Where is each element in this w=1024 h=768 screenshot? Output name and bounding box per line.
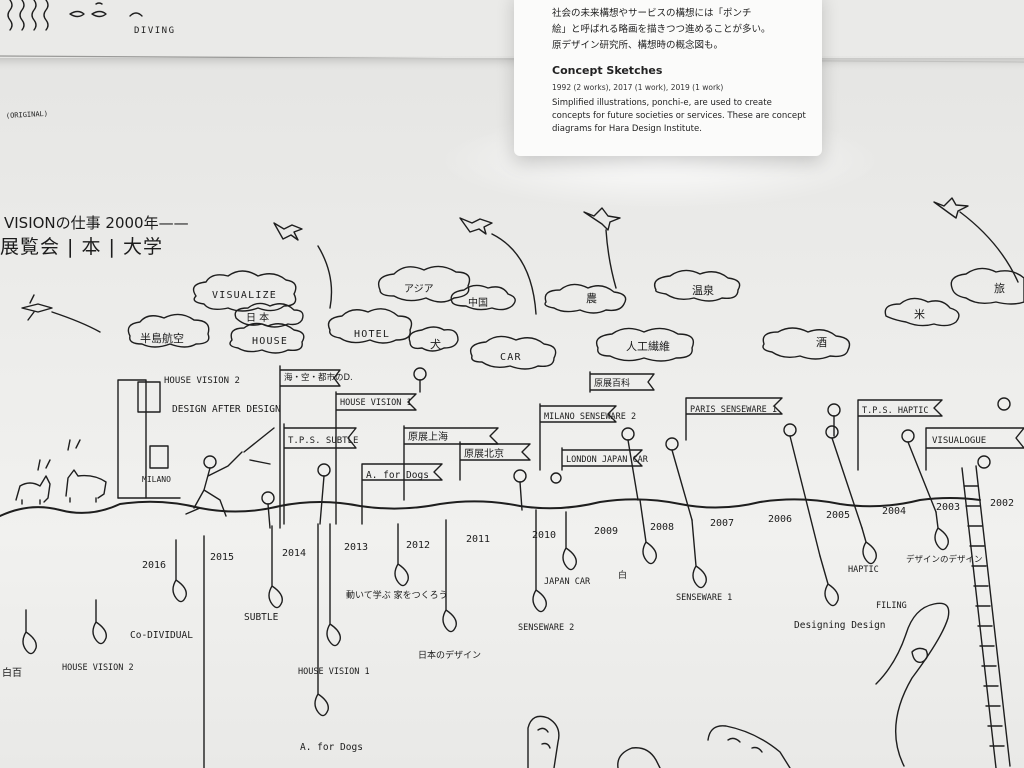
heading-line-1: VISIONの仕事 2000年—— [4, 214, 189, 232]
book-japan-design: 日本のデザイン [418, 649, 481, 661]
cloud-shapes [127, 265, 1024, 370]
flag-japan-car: LONDON JAPAN CAR [566, 455, 649, 465]
year-2016: 2016 [142, 560, 166, 571]
year-2011: 2011 [466, 534, 490, 545]
cloud-label-asia: アジア [404, 284, 434, 295]
person-sketch [185, 427, 275, 517]
book-design-of-design: デザインのデザイン [906, 554, 983, 565]
book-filing: FILING [876, 601, 907, 611]
cloud-label-visualize: VISUALIZE [212, 290, 277, 301]
year-2009: 2009 [594, 526, 618, 537]
flower-sketches [261, 367, 1011, 557]
year-labels: 2016 2015 2014 2013 2012 2011 2010 2009 … [142, 498, 1014, 571]
year-2006: 2006 [768, 514, 792, 525]
wave-doodles [7, 0, 143, 31]
year-2013: 2013 [344, 542, 368, 553]
flag-house-vision-1: HOUSE VISION 1 [340, 398, 412, 408]
book-labels: 白百 HOUSE VISION 2 Co-DIVIDUAL SUBTLE 動いて… [2, 554, 983, 753]
flag-hara-shanghai: 原展上海 [408, 430, 448, 443]
year-2002: 2002 [990, 498, 1014, 509]
cloud-labels: VISUALIZE 日 本 半島航空 HOUSE HOTEL 犬 アジア 中国 … [140, 281, 1005, 363]
cloud-label-fiber: 人工繊維 [626, 340, 670, 353]
card-meta: 1992 (2 works), 2017 (1 work), 2019 (1 w… [552, 83, 724, 92]
cloud-label-agriculture: 農 [586, 291, 597, 305]
flag-senseware-2: MILANO SENSEWARE 2 [544, 412, 636, 422]
year-2004: 2004 [882, 506, 906, 517]
year-2015: 2015 [210, 552, 234, 563]
flag-haptic: T.P.S. HAPTIC [862, 406, 929, 416]
cloud-label-sake: 酒 [816, 336, 827, 349]
ladder-sketch [961, 455, 1011, 768]
upper-panel [0, 0, 1024, 56]
cloud-label-rice: 米 [914, 308, 925, 321]
cloud-label-japan: 日 本 [246, 311, 269, 324]
book-designing-design: Designing Design [794, 620, 886, 631]
flag-sea-sky-city: 海・空・都市のD. [284, 372, 353, 383]
flag-senseware-1: PARIS SENSEWARE 1 [690, 405, 777, 415]
book-white: 白 [618, 569, 627, 581]
cloud-label-airline: 半島航空 [140, 331, 184, 345]
book-senseware-2: SENSEWARE 2 [518, 623, 574, 633]
heading-line-2: 展覧会 | 本 | 大学 [0, 236, 163, 258]
flag-hara-beijing: 原展北京 [464, 447, 504, 460]
book-a-for-dogs: A. for Dogs [300, 742, 363, 753]
book-senseware-1: SENSEWARE 1 [676, 593, 732, 603]
ground-line [0, 497, 981, 517]
flag-shapes [279, 365, 1024, 529]
diving-label: DIVING [134, 26, 176, 36]
card-japanese-text: 社会の未来構想やサービスの構想には「ポンチ 絵」と呼ばれる略画を描きつつ進めるこ… [552, 8, 771, 51]
year-2007: 2007 [710, 518, 734, 529]
building-labels: HOUSE VISION 2 DESIGN AFTER DESIGN MILAN… [142, 376, 281, 484]
card-title: Concept Sketches [552, 64, 663, 77]
year-2012: 2012 [406, 540, 430, 551]
flag-subtle: T.P.S. SUBTLE [288, 436, 358, 446]
flag-house-vision-2: HOUSE VISION 2 [164, 376, 240, 386]
cloud-label-car: CAR [500, 352, 522, 363]
flag-labels: 海・空・都市のD. HOUSE VISION 1 T.P.S. SUBTLE 原… [284, 372, 986, 481]
card-description: Simplified illustrations, ponchi-e, are … [552, 98, 806, 134]
year-2010: 2010 [532, 530, 556, 541]
dog-sketches [15, 439, 107, 505]
cloud-label-onsen: 温泉 [692, 283, 714, 297]
corner-note: (ORIGINAL) [6, 110, 49, 120]
book-subtle: SUBTLE [244, 612, 279, 623]
year-2014: 2014 [282, 548, 306, 559]
cloud-label-travel: 旅 [994, 281, 1005, 295]
book-japan-car: JAPAN CAR [544, 577, 591, 587]
book-house-vision-1: HOUSE VISION 1 [298, 667, 370, 677]
cloud-label-china: 中国 [468, 296, 488, 309]
building-sketch [117, 379, 181, 499]
info-card: 社会の未来構想やサービスの構想には「ポンチ 絵」と呼ばれる略画を描きつつ進めるこ… [514, 0, 822, 156]
flag-hara-encyclopedia: 原展百科 [594, 377, 630, 389]
book-haptic: HAPTIC [848, 565, 879, 575]
book-hakuhyaku: 白百 [2, 666, 22, 679]
flag-visualogue: VISUALOGUE [932, 436, 986, 446]
year-2005: 2005 [826, 510, 850, 521]
flag-design-after-design: DESIGN AFTER DESIGN [172, 404, 281, 415]
year-2003: 2003 [936, 502, 960, 513]
cloud-label-hotel: HOTEL [354, 329, 390, 340]
book-co-dividual: Co-DIVIDUAL [130, 630, 193, 641]
bird-flight-paths [51, 211, 1019, 333]
cloud-label-dog: 犬 [430, 337, 441, 351]
flag-milano: MILANO [142, 475, 171, 484]
book-house-vision-2: HOUSE VISION 2 [62, 663, 134, 673]
book-lets-build-house: 動いて学ぶ 家をつくろう [346, 589, 448, 601]
cloud-label-house: HOUSE [252, 336, 288, 347]
year-2008: 2008 [650, 522, 674, 533]
worm-doodles [527, 602, 950, 768]
bulb-sketches [22, 499, 949, 768]
flag-a-for-dogs: A. for Dogs [366, 470, 429, 481]
bird-icons [21, 197, 969, 321]
